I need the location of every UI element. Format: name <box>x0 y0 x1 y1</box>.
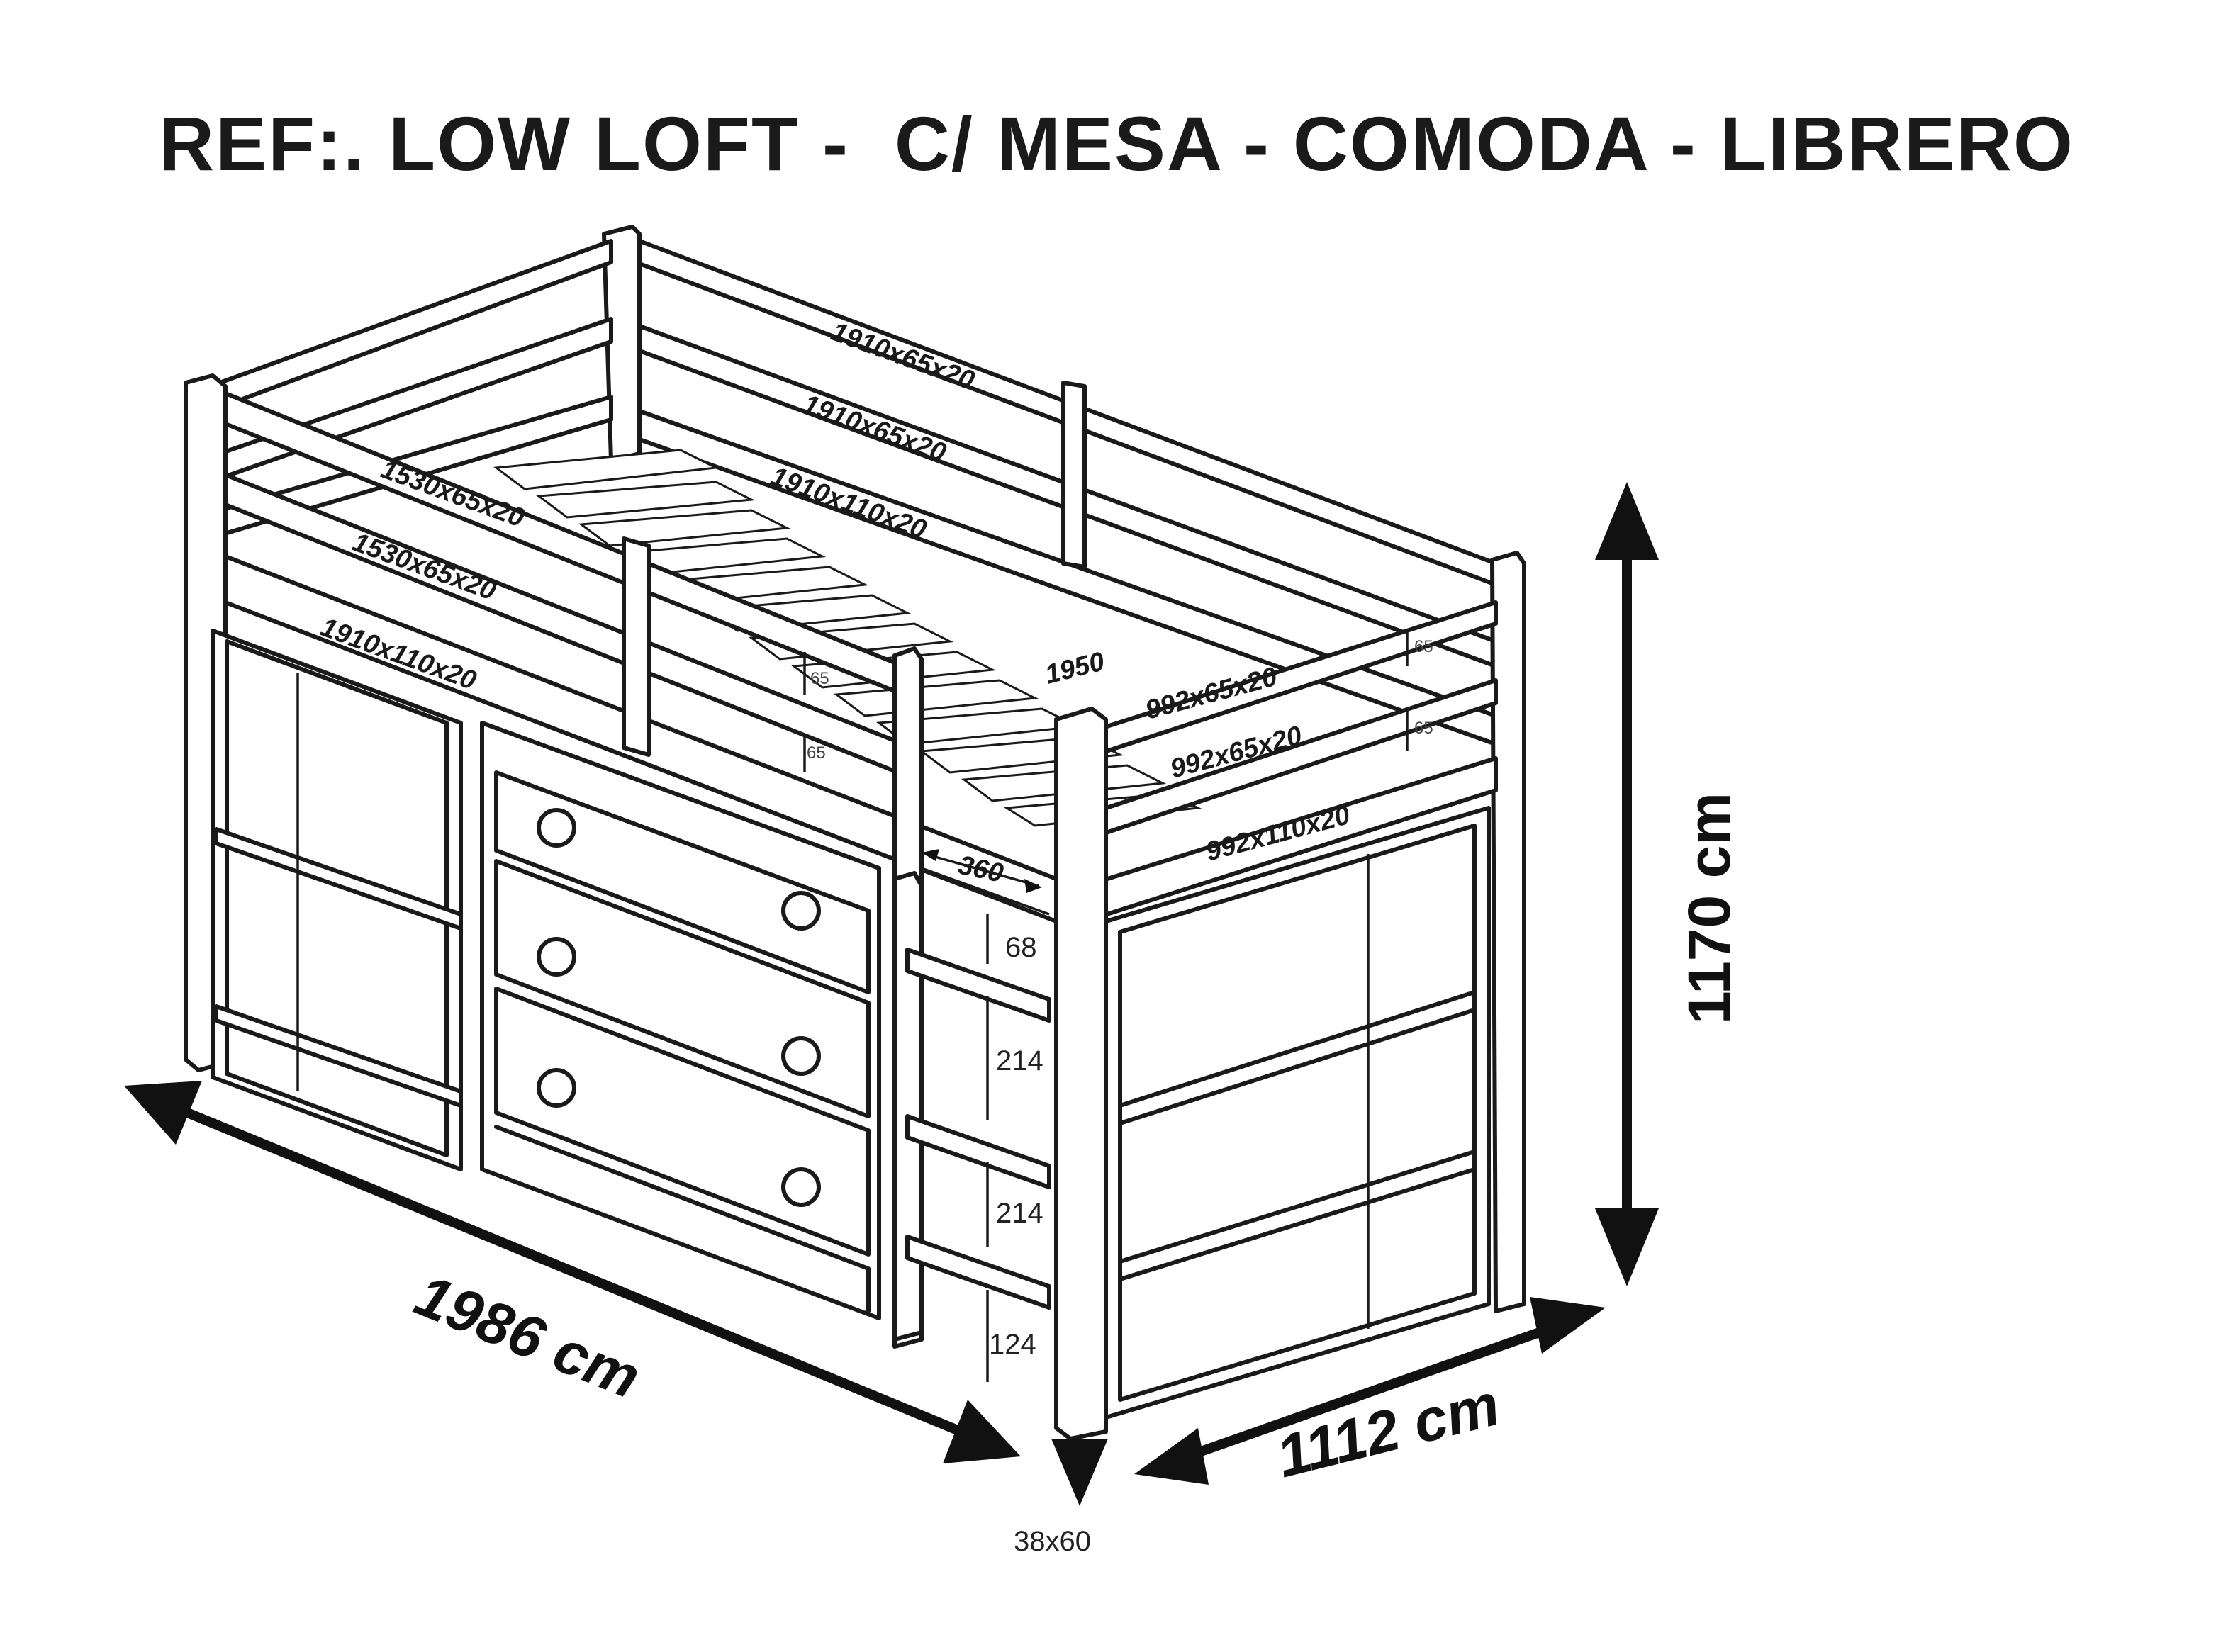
label-gap-small-2: 65 <box>807 743 826 763</box>
length-arrow <box>168 1101 980 1444</box>
drawer-knob[interactable] <box>537 1068 576 1108</box>
width-arrow <box>1175 1320 1562 1465</box>
label-back-mid-rail: 1910x65x20 <box>799 389 950 468</box>
drawer-knob[interactable] <box>537 937 576 977</box>
ladder-bottom-gap-label: 124 <box>989 1329 1036 1360</box>
ladder <box>892 867 1051 1342</box>
left-bookcase <box>211 629 463 1171</box>
foot-end <box>1054 551 1526 1441</box>
height-label: 1170 cm <box>1676 792 1742 1024</box>
label-back-top-rail: 1910x65x20 <box>827 317 978 396</box>
ladder-top-gap-label: 68 <box>1005 932 1037 963</box>
label-head-mid-rail: 1530x65x20 <box>349 527 500 607</box>
dresser <box>480 721 881 1320</box>
ladder-dimensions: 360 68 214 214 124 <box>922 849 1043 1382</box>
back-frame <box>218 225 1498 746</box>
post-section-label: 38x60 <box>1014 1526 1091 1557</box>
diagram-title: REF:. LOW LOFT - C/ MESA - COMODA - LIBR… <box>159 101 2074 186</box>
drawer-knob[interactable] <box>537 808 576 848</box>
label-back-side-rail: 1910x110x20 <box>767 461 930 545</box>
label-gap-small-1: 65 <box>810 669 829 688</box>
ladder-step-gap-1-label: 214 <box>996 1045 1043 1077</box>
label-gap-small-3: 65 <box>1414 637 1433 656</box>
drawer-knob[interactable] <box>781 1167 821 1207</box>
drawer-knob[interactable] <box>781 891 821 931</box>
ladder-step-gap-2-label: 214 <box>996 1198 1043 1229</box>
front-frame <box>184 373 1058 1349</box>
label-slat-length: 1950 <box>1042 647 1107 690</box>
drawer-knob[interactable] <box>781 1036 821 1076</box>
label-gap-small-4: 65 <box>1414 719 1433 738</box>
